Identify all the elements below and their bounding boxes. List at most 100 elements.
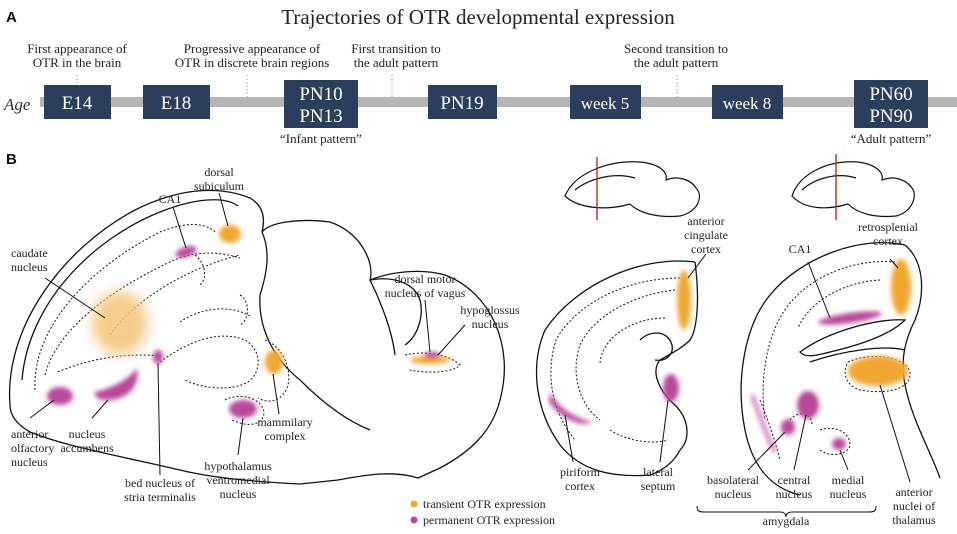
stage-label-e18: E18	[161, 93, 192, 114]
age-axis-label: Age	[3, 95, 31, 114]
text-line: E18	[161, 93, 192, 114]
coronal-1-expression	[549, 270, 691, 424]
text-line: nucleus	[220, 487, 257, 501]
text-line: Second transition to	[624, 41, 728, 56]
text-line: medial	[832, 473, 865, 487]
text-line: nucleus	[830, 487, 867, 501]
legend-transient-marker	[410, 500, 418, 508]
text-line: nucleus	[472, 317, 509, 331]
legend: transient OTR expression permanent OTR e…	[410, 497, 555, 527]
text-line: cingulate	[684, 228, 728, 242]
panel-a-title: Trajectories of OTR developmental expres…	[281, 5, 675, 29]
text-line: PN90	[869, 106, 912, 127]
text-line: anterior	[687, 214, 724, 228]
text-line: central	[778, 473, 811, 487]
text-line: mammilary	[257, 415, 312, 429]
coronal-2-outline	[740, 242, 906, 496]
text-line: PN13	[299, 106, 342, 127]
mini-brain-2	[791, 154, 915, 220]
text-line: OTR in discrete brain regions	[175, 55, 330, 70]
text-line: cortex	[873, 234, 903, 248]
infant-pattern-label: “Infant pattern”	[280, 131, 362, 146]
coronal-2-inner	[809, 347, 906, 363]
text-line: basolateral	[707, 473, 760, 487]
text-line: First appearance of	[27, 41, 127, 56]
sagittal-leader-lines	[29, 192, 466, 476]
text-line: caudate	[11, 246, 48, 260]
text-line: PN10	[299, 84, 342, 105]
coronal-1-ventricle	[639, 332, 673, 361]
event-connectors	[76, 75, 678, 101]
text-line: ventromedial	[206, 473, 270, 487]
text-line: bed nucleus of	[125, 476, 195, 490]
text-line: cortex	[691, 242, 721, 256]
stage-box-e18	[143, 85, 210, 119]
text-line: dorsal motor	[395, 272, 456, 286]
label-ca1-coronal: CA1	[789, 242, 812, 256]
blob-medial-nucleus	[832, 438, 846, 450]
text-line: lateral	[643, 465, 674, 479]
stage-box-pn19	[428, 85, 497, 119]
cerebellum-lobe	[369, 278, 422, 346]
blob-piriform	[549, 392, 592, 424]
text-line: thalamus	[892, 513, 936, 527]
text-line: anterior	[11, 427, 48, 441]
text-line: nucleus	[715, 487, 752, 501]
blob-lateral-septum	[663, 374, 679, 402]
text-line: retrosplenial	[858, 220, 919, 234]
text-line: cortex	[565, 479, 595, 493]
blob-hypothalamus-vmn	[229, 400, 257, 418]
text-line: hypothalamus	[204, 459, 272, 473]
coronal-section-2	[740, 242, 941, 496]
text-line: OTR in the brain	[33, 55, 122, 70]
text-line: E14	[62, 93, 93, 114]
stage-box-week5	[570, 85, 641, 119]
text-line: Progressive appearance of	[184, 41, 321, 56]
stage-label-pn19: PN19	[440, 93, 483, 114]
legend-permanent-label: permanent OTR expression	[423, 513, 555, 527]
text-line: accumbens	[60, 441, 114, 455]
text-line: the adult pattern	[634, 55, 719, 70]
text-line: CA1	[159, 192, 182, 206]
legend-transient-label: transient OTR expression	[423, 497, 546, 511]
legend-permanent-marker	[410, 516, 418, 524]
blob-dorsal-subiculum	[219, 225, 241, 243]
label-ca1-sagittal: CA1	[159, 192, 182, 206]
stage-label-week8: week 8	[723, 94, 772, 113]
cerebellum-outline	[259, 231, 371, 431]
label-amygdala: amygdala	[763, 514, 810, 528]
stage-label-e14: E14	[62, 93, 93, 114]
brainstem-outline	[369, 279, 396, 356]
blob-bed-nucleus	[153, 350, 163, 364]
text-line: complex	[264, 429, 305, 443]
mini-brain-1	[564, 157, 701, 220]
text-line: CA1	[789, 242, 812, 256]
coronal-section-1	[536, 260, 699, 477]
stage-box-week8	[712, 85, 783, 119]
stage-box-e14	[44, 85, 111, 119]
text-line: the adult pattern	[354, 55, 439, 70]
blob-ca1-sagittal	[175, 245, 197, 259]
text-line: PN19	[440, 93, 483, 114]
text-line: nucleus	[11, 260, 48, 274]
text-line: PN60	[869, 84, 912, 105]
coronal-leader-lines	[564, 253, 911, 518]
text-line: First transition to	[351, 41, 441, 56]
text-line: amygdala	[763, 514, 810, 528]
text-line: nucleus of vagus	[385, 286, 466, 300]
